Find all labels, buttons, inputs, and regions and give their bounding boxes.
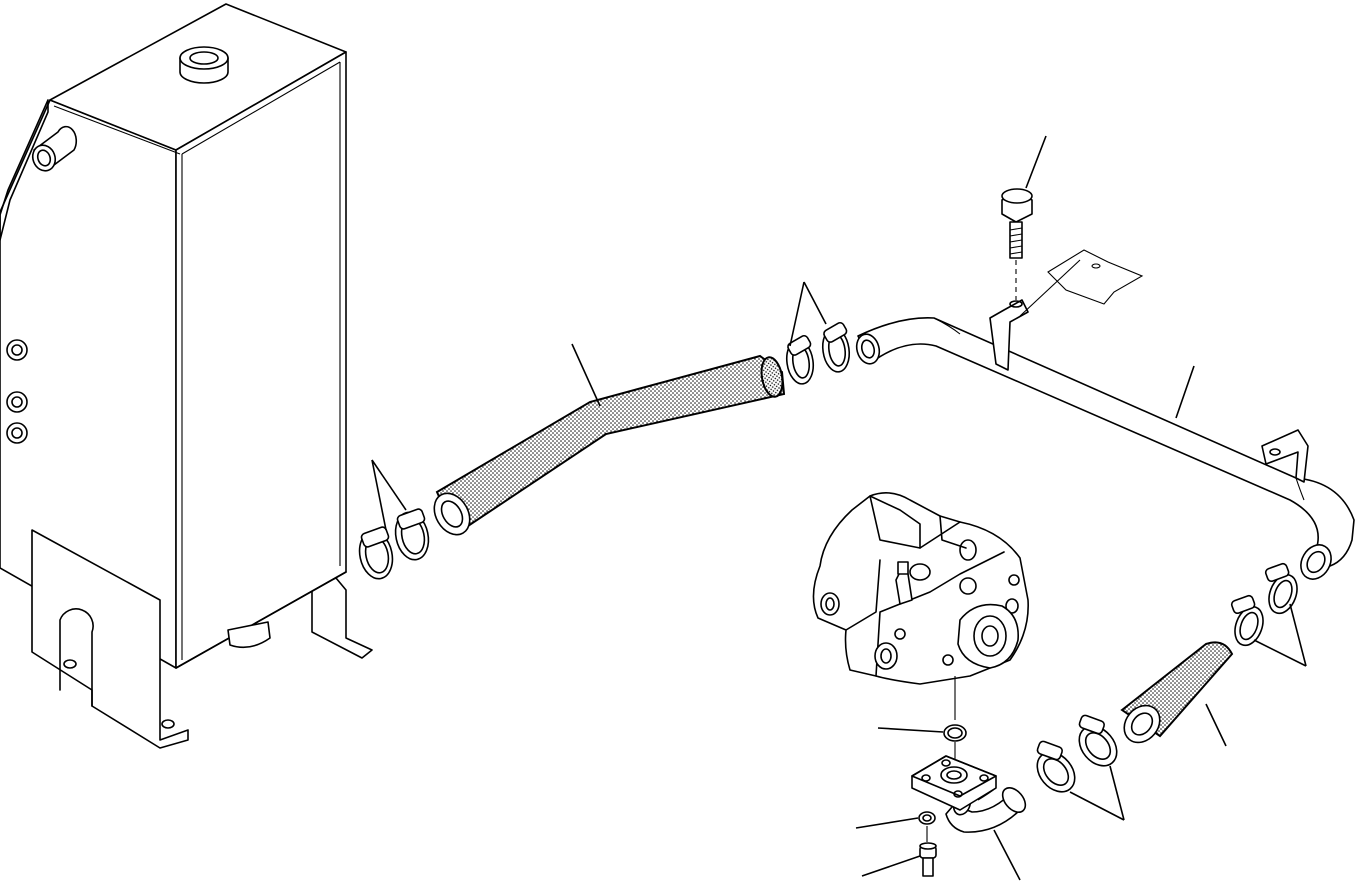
mount-plate[interactable]	[31, 529, 189, 749]
leader-elbow-hose	[993, 829, 1021, 881]
bolt[interactable]	[1001, 188, 1033, 300]
hose-short[interactable]	[1117, 641, 1234, 749]
leader-clamp-upper-a	[789, 281, 805, 347]
suction-hose[interactable]	[427, 354, 786, 541]
tank-front	[175, 51, 347, 669]
leader-clamp-left-b	[371, 459, 407, 511]
leader-hose-short	[1205, 703, 1227, 747]
hose-clamp[interactable]	[1230, 594, 1268, 650]
hose-clamp[interactable]	[355, 526, 396, 582]
hose-clamp[interactable]	[784, 334, 816, 385]
hose-clamp[interactable]	[820, 321, 852, 373]
callout-leaders	[371, 135, 1307, 881]
sight-gauge-nuts	[6, 339, 28, 444]
leader-clamp-right-a	[1253, 639, 1307, 667]
hydraulic-tank[interactable]	[0, 3, 373, 749]
hose-clamp[interactable]	[1030, 740, 1083, 799]
leader-suction-tube	[1175, 365, 1195, 419]
leader-clamp-lower-a	[1069, 791, 1125, 821]
hose-clamp-right-pair[interactable]	[1230, 562, 1302, 650]
suction-tube[interactable]	[853, 299, 1355, 585]
hose-clamp[interactable]	[1264, 562, 1302, 618]
filler-port	[179, 46, 229, 84]
hose-clamp[interactable]	[391, 508, 432, 563]
hose-clamp-upper-pair[interactable]	[784, 321, 852, 385]
tank-rear-leg	[311, 577, 373, 659]
leader-clamp-upper-b	[803, 281, 827, 325]
tube-bracket-rear	[1261, 429, 1309, 483]
hose-clamp[interactable]	[1072, 714, 1125, 773]
washer[interactable]	[918, 811, 936, 842]
leader-clamp-right-b	[1289, 603, 1307, 667]
frame-reference	[1019, 249, 1144, 317]
leader-bolt	[1025, 135, 1047, 189]
leader-o-ring	[877, 727, 944, 733]
cap-screw[interactable]	[919, 842, 937, 877]
leader-clamp-left-a	[371, 459, 387, 531]
hose-clamp-lower-pair[interactable]	[1030, 714, 1125, 799]
flange[interactable]	[911, 755, 997, 811]
hydraulic-pump[interactable]	[812, 492, 1029, 720]
leader-washer	[855, 817, 919, 829]
side-port	[31, 125, 78, 172]
leader-cap-screw	[861, 855, 921, 877]
tube-bracket-front	[989, 299, 1029, 371]
drain-boss	[227, 621, 271, 649]
o-ring[interactable]	[943, 724, 967, 760]
leader-clamp-lower-b	[1109, 765, 1125, 821]
hose-clamp-left-pair[interactable]	[355, 508, 432, 582]
leader-suction-hose	[571, 343, 601, 407]
